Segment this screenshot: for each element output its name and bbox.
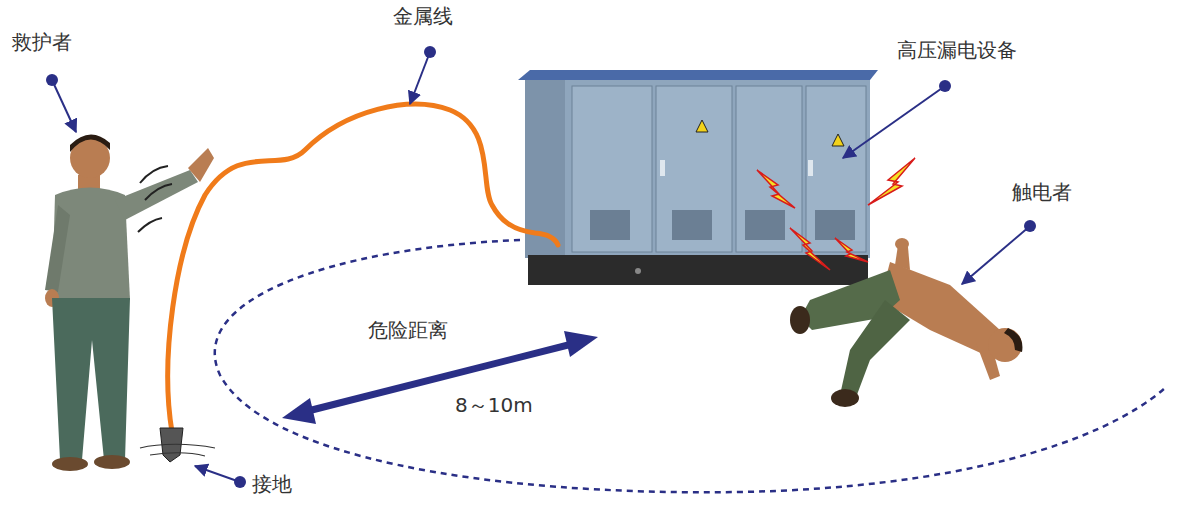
dimension-value: 8～10m [455, 393, 533, 417]
callout-label: 接地 [252, 472, 292, 496]
distance-arrow-part [300, 342, 580, 413]
victim-figure-part [790, 306, 810, 334]
lightning-part [868, 158, 915, 205]
cabinet-part [590, 210, 630, 240]
callout-leaders-part [962, 226, 1030, 284]
victim-figure-part [840, 300, 910, 400]
cabinet-part [635, 268, 641, 274]
victim-figure-part [1004, 328, 1022, 352]
rescuer-figure-part [70, 134, 110, 152]
lightning [757, 158, 915, 270]
callout-leaders-part [410, 52, 430, 104]
cabinet-part [656, 86, 732, 252]
callout-label: 触电者 [1012, 180, 1072, 204]
cabinet-part [696, 120, 708, 132]
distance-arrow-part [282, 398, 316, 424]
victim-figure-part [988, 328, 1022, 362]
cabinet-part [672, 210, 712, 240]
cabinet-part [736, 86, 802, 252]
cabinet-part [660, 160, 665, 176]
callout-label: 救护者 [12, 30, 72, 54]
lightning-part [790, 228, 830, 270]
rescuer-figure-part [52, 457, 88, 471]
cabinet-part [590, 210, 855, 240]
rescuer-figure-part [52, 298, 130, 460]
rescuer-figure [45, 134, 214, 471]
lightning-part [757, 170, 795, 208]
callout-label: 高压漏电设备 [897, 38, 1017, 62]
lightning-part [835, 238, 868, 262]
cabinet-part [525, 80, 870, 258]
rescuer-figure-part [138, 166, 172, 232]
danger-zone-part [215, 240, 1165, 492]
cabinet-part [518, 70, 878, 80]
rescuer-figure-part [94, 455, 130, 469]
metal-wire [140, 104, 558, 462]
callout-leaders-part [52, 80, 76, 132]
metal-wire-part [168, 104, 558, 432]
cabinet-part [806, 86, 866, 252]
dimension-label: 危险距离 [368, 318, 448, 342]
cabinet [518, 70, 878, 285]
distance-arrow-part [564, 331, 598, 357]
victim-figure-part [895, 238, 909, 250]
cabinet-part [808, 160, 813, 176]
callout-leaders-part [195, 466, 240, 482]
victim-figure-part [831, 389, 859, 407]
rescuer-figure-part [188, 148, 214, 182]
callout-label: 金属线 [393, 4, 453, 28]
cabinet-part [815, 210, 855, 240]
rescuer-figure-part [115, 170, 198, 220]
callout-leaders [46, 46, 1036, 488]
distance-arrow [282, 331, 598, 424]
cabinet-part [745, 210, 785, 240]
callout-leaders-part [843, 86, 945, 158]
metal-wire-part [140, 444, 215, 456]
danger-zone [215, 240, 1165, 492]
cabinet-part [572, 86, 652, 252]
cabinet-part [832, 134, 844, 146]
rescuer-figure-part [45, 205, 70, 292]
